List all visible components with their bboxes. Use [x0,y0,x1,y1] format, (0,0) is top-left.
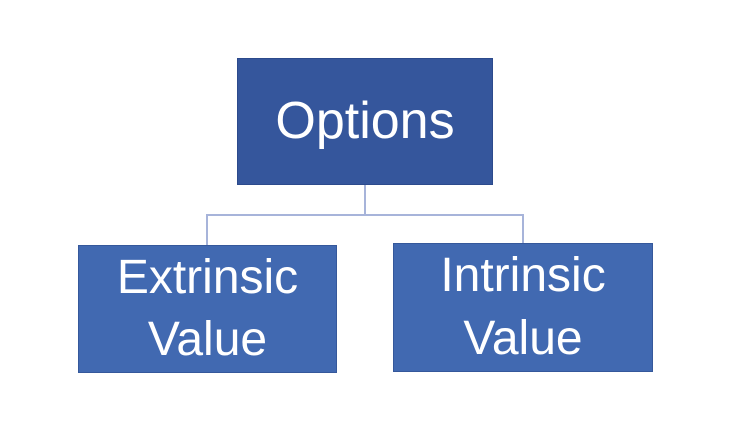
node-options-label: Options [275,91,455,150]
connector-horizontal-rail [206,214,524,216]
node-options: Options [237,58,493,185]
connector-root-stub [364,185,366,215]
node-intrinsic-value: Intrinsic Value [393,243,653,372]
node-extrinsic-value: Extrinsic Value [78,245,337,373]
node-extrinsic-value-label: Extrinsic Value [116,250,299,366]
connector-left-drop [206,214,208,246]
connector-right-drop [522,214,524,244]
node-intrinsic-value-label: Intrinsic Value [440,249,606,365]
